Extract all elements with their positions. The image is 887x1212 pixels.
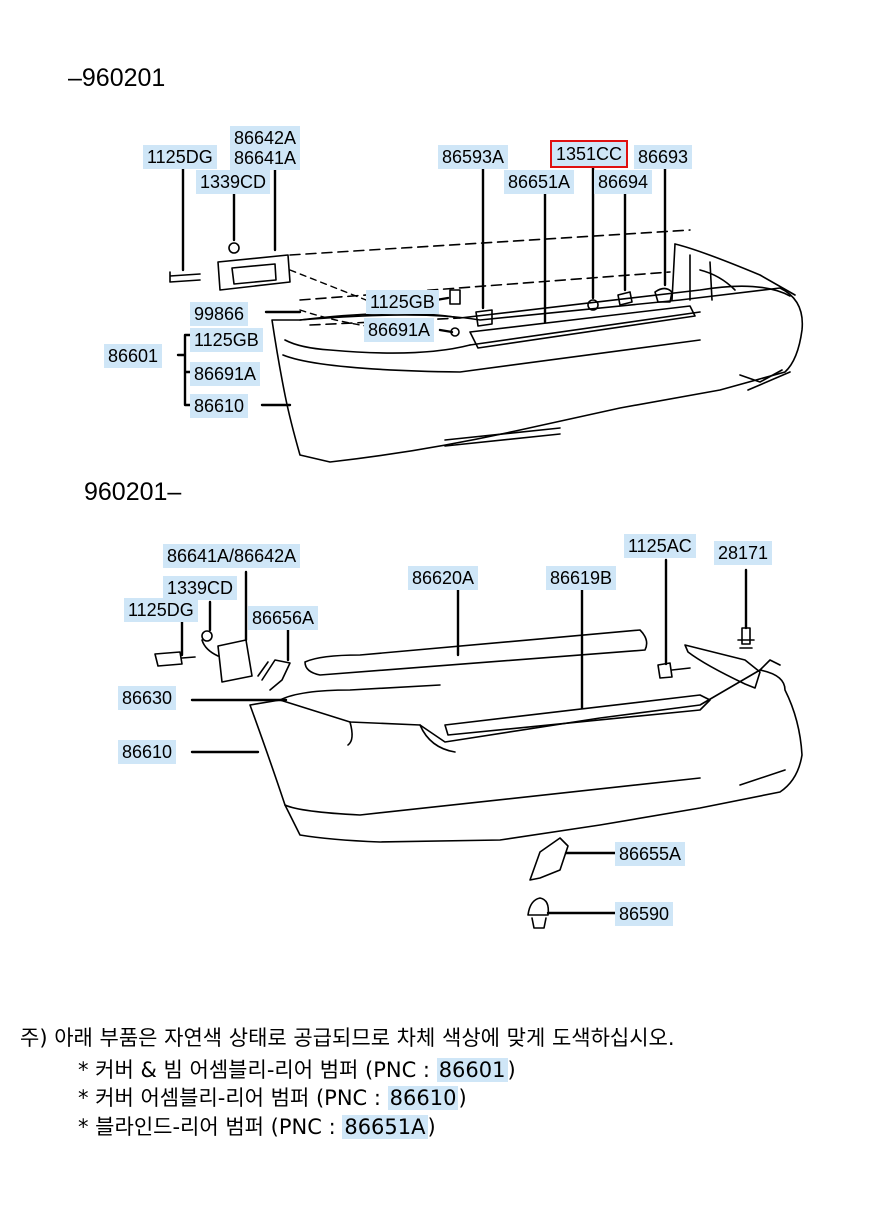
top-bracket <box>169 242 291 291</box>
note-close-paren: ) <box>427 1115 436 1139</box>
note-pnc-86651a[interactable]: 86651A <box>342 1115 428 1139</box>
header-before-960201: –960201 <box>68 64 166 92</box>
note-item-86651a: * 블라인드-리어 범퍼 (PNC : 86651A) <box>78 1111 436 1141</box>
top-leaders <box>176 166 667 407</box>
note-item-86601-text: * 커버 & 빔 어셈블리-리어 범퍼 (PNC : <box>78 1058 437 1082</box>
label-1125gb-mid[interactable]: 1125GB <box>366 290 439 314</box>
label-86651a[interactable]: 86651A <box>504 170 575 194</box>
note-item-86610-text: * 커버 어셈블리-리어 범퍼 (PNC : <box>78 1086 388 1110</box>
label-86641a-86642a[interactable]: 86641A/86642A <box>163 544 301 568</box>
label-86630[interactable]: 86630 <box>118 686 177 710</box>
top-clips <box>449 287 673 337</box>
note-pnc-86601[interactable]: 86601 <box>436 1058 508 1082</box>
label-86693[interactable]: 86693 <box>634 145 693 169</box>
bottom-bracket <box>154 630 291 691</box>
note-close-paren: ) <box>507 1058 516 1082</box>
label-99866[interactable]: 99866 <box>190 302 249 326</box>
note-paint-instruction: 주) 아래 부품은 자연색 상태로 공급되므로 차체 색상에 맞게 도색하십시오… <box>20 1026 675 1050</box>
note-pnc-86610[interactable]: 86610 <box>387 1086 459 1110</box>
top-dashed-leaders <box>289 269 367 327</box>
bottom-clips <box>527 837 569 929</box>
label-1339cd-bottom[interactable]: 1339CD <box>163 576 238 600</box>
label-86691a-left[interactable]: 86691A <box>190 362 261 386</box>
label-86610-top[interactable]: 86610 <box>190 394 249 418</box>
label-1125dg-top[interactable]: 1125DG <box>143 145 217 169</box>
label-1339cd-top[interactable]: 1339CD <box>196 170 271 194</box>
label-1125ac[interactable]: 1125AC <box>624 534 696 558</box>
label-86619b[interactable]: 86619B <box>546 566 617 590</box>
label-86590[interactable]: 86590 <box>615 902 674 926</box>
note-item-86610: * 커버 어셈블리-리어 범퍼 (PNC : 86610) <box>78 1082 467 1112</box>
bottom-leaders <box>180 558 748 915</box>
note-item-86601: * 커버 & 빔 어셈블리-리어 범퍼 (PNC : 86601) <box>78 1054 516 1084</box>
label-86601[interactable]: 86601 <box>104 344 163 368</box>
label-86610-bottom[interactable]: 86610 <box>118 740 177 764</box>
label-86656a[interactable]: 86656A <box>248 606 319 630</box>
note-item-86651a-text: * 블라인드-리어 범퍼 (PNC : <box>78 1115 343 1139</box>
bottom-bumper-shape <box>249 627 803 843</box>
label-1125dg-bottom[interactable]: 1125DG <box>124 598 198 622</box>
label-86620a[interactable]: 86620A <box>408 566 479 590</box>
header-after-960201: 960201– <box>84 478 182 506</box>
label-86593a[interactable]: 86593A <box>438 145 509 169</box>
label-28171[interactable]: 28171 <box>714 541 773 565</box>
label-1351cc-highlighted[interactable]: 1351CC <box>549 140 629 168</box>
label-86691a-mid[interactable]: 86691A <box>364 318 435 342</box>
label-86655a[interactable]: 86655A <box>615 842 686 866</box>
label-86694[interactable]: 86694 <box>594 170 653 194</box>
note-close-paren: ) <box>458 1086 467 1110</box>
label-86641a-top[interactable]: 86641A <box>230 146 301 170</box>
top-bumper-shape <box>271 229 804 463</box>
label-1125gb-left[interactable]: 1125GB <box>190 328 263 352</box>
